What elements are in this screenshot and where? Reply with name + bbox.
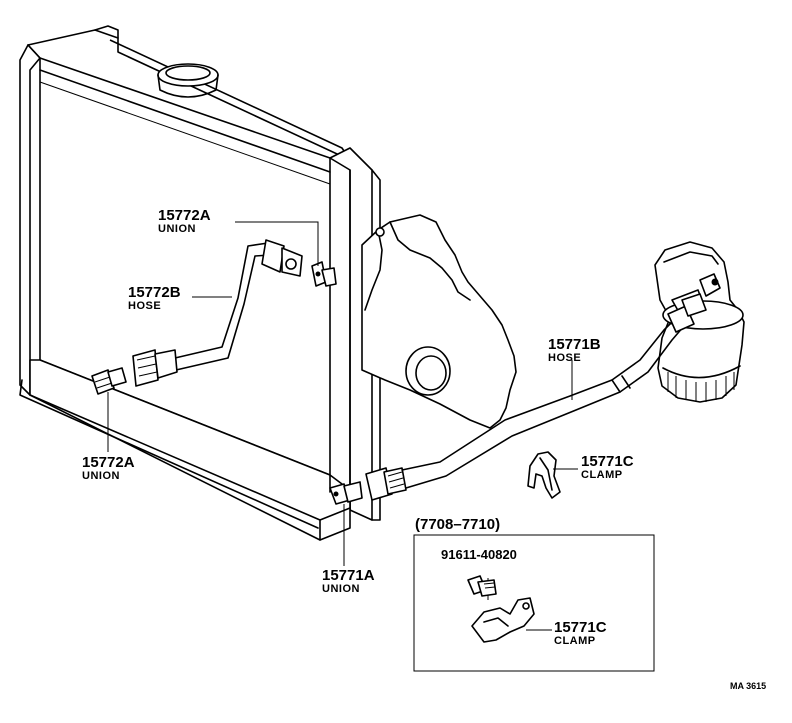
- part-description: UNION: [82, 470, 120, 482]
- union-bottom: [329, 481, 363, 505]
- part-number: 15772A: [158, 207, 211, 224]
- inset-bolt-number: 91611-40820: [441, 547, 517, 562]
- part-description: UNION: [322, 583, 360, 595]
- hose-15771b: [365, 293, 707, 501]
- inset-clamp-number: 15771C: [554, 619, 607, 636]
- inset-frame: [413, 534, 655, 672]
- inset-range-label: (7708–7710): [415, 516, 500, 533]
- radiator: [19, 25, 381, 541]
- inset-bolt: [467, 575, 497, 597]
- part-description: HOSE: [548, 352, 581, 364]
- union-top: [311, 261, 337, 287]
- callout-hose-right: 15771B HOSE: [548, 336, 601, 364]
- callout-union-left: 15772A UNION: [82, 454, 135, 482]
- part-number: 15772B: [128, 284, 181, 301]
- callout-union-bottom: 15771A UNION: [322, 567, 375, 595]
- oil-filter: [654, 241, 745, 403]
- part-number: 15771B: [548, 336, 601, 353]
- part-number: 15771C: [581, 453, 634, 470]
- hose-15772b: [132, 239, 303, 387]
- part-number: 15772A: [82, 454, 135, 471]
- part-description: UNION: [158, 223, 196, 235]
- clamp-main: [527, 451, 561, 499]
- part-description: CLAMP: [581, 469, 623, 481]
- inset-clamp: [471, 597, 535, 643]
- inset-clamp-description: CLAMP: [554, 635, 596, 647]
- engine-timing-cover: [361, 214, 517, 429]
- union-left: [91, 367, 127, 395]
- part-number: 15771A: [322, 567, 375, 584]
- callout-union-top: 15772A UNION: [158, 207, 211, 235]
- part-description: HOSE: [128, 300, 161, 312]
- callout-clamp-main: 15771C CLAMP: [581, 453, 634, 481]
- leader-lines: [107, 221, 578, 631]
- diagram-reference: MA 3615: [730, 681, 766, 691]
- inset-panel: (7708–7710) 91611-40820 15771C CLAMP: [413, 516, 655, 672]
- callout-hose-left: 15772B HOSE: [128, 284, 181, 312]
